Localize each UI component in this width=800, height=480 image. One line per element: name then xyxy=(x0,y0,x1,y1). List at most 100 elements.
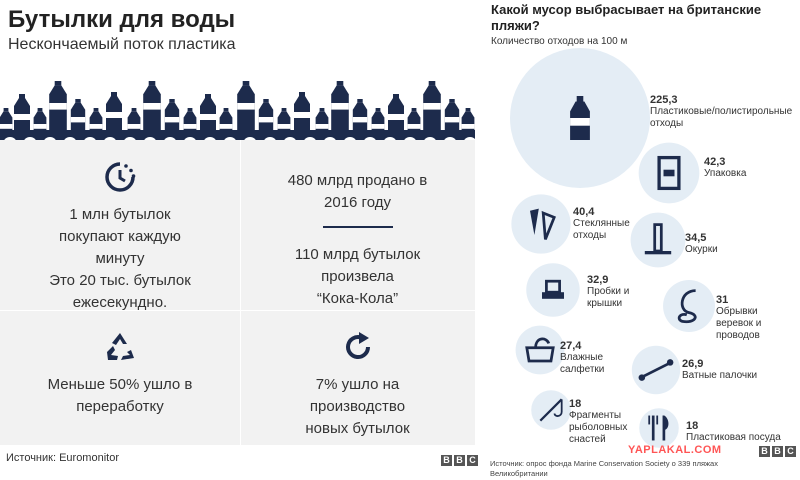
bubble-category: Упаковка xyxy=(704,168,747,179)
left-title: Бутылки для воды xyxy=(8,6,236,33)
bottles-infographic: Бутылки для воды Нескончаемый поток плас… xyxy=(0,6,478,466)
bubble-category: Пластиковые/полистирольные xyxy=(650,106,793,117)
bbc-logo: B B C xyxy=(441,455,478,466)
glass-shards-icon xyxy=(530,208,556,240)
bubble-category: Пластиковая посуда xyxy=(686,432,781,443)
clock-icon xyxy=(105,162,136,192)
fact-line: ежесекундно. xyxy=(72,294,168,311)
bottle-icon xyxy=(570,96,590,140)
fact-line: покупают каждую xyxy=(59,228,181,245)
bubble-chart xyxy=(510,48,715,448)
right-source-line: Источник: опрос фонда Marine Conservatio… xyxy=(490,459,718,468)
bubble-value: 40,4 xyxy=(573,206,595,218)
bottle-icon xyxy=(143,81,161,136)
wet-wipes-icon xyxy=(525,337,555,363)
bubble-value: 32,9 xyxy=(587,274,609,286)
bubble-category: Ватные палочки xyxy=(682,370,758,381)
fact-line: 1 млн бутылок xyxy=(69,206,171,223)
bubble-category: салфетки xyxy=(560,364,605,375)
bubble-value: 34,5 xyxy=(685,232,707,244)
bubble-circle xyxy=(526,263,580,317)
fact-line: 2016 году xyxy=(324,194,391,211)
bubble xyxy=(631,345,681,395)
bubble-category: рыболовных xyxy=(569,422,628,433)
bbc-letter: C xyxy=(467,455,478,466)
bubble xyxy=(526,263,580,317)
bubble-circle xyxy=(663,280,715,332)
bottle-icon xyxy=(49,81,67,136)
bubble-category: отходы xyxy=(650,118,684,129)
fact-recycling: Меньше 50% ушло в переработку xyxy=(0,330,240,418)
bubble-category: Стеклянные xyxy=(573,218,630,229)
fact-line: Меньше 50% ушло в xyxy=(47,376,193,393)
bubble xyxy=(515,325,565,375)
bubble-value: 26,9 xyxy=(682,358,704,370)
bubble xyxy=(639,408,679,448)
right-source-line: Великобритании xyxy=(490,469,548,478)
bubble-category: Пробки и xyxy=(587,286,630,297)
fact-line: 480 млрд продано в xyxy=(287,172,428,189)
bubble-category: крышки xyxy=(587,298,623,309)
fact-sold-2016: 480 млрд продано в 2016 году 110 млрд бу… xyxy=(240,170,475,310)
bubble-circle xyxy=(511,194,571,254)
bottles-illustration xyxy=(0,81,475,144)
fact-new-bottles: 7% ушло на производство новых бутылок xyxy=(240,330,475,440)
bubble-category: снастей xyxy=(569,434,606,445)
bbc-letter: B xyxy=(759,446,770,457)
bubble xyxy=(630,212,686,268)
fact-separator xyxy=(322,226,393,228)
facts-grid: 1 млн бутылок покупают каждую минуту Это… xyxy=(0,140,475,445)
bubble-category: Обрывки xyxy=(716,306,758,317)
fact-line: переработку xyxy=(76,398,164,415)
bubble-category: Фрагменты xyxy=(569,410,622,421)
bubble xyxy=(531,390,571,430)
reuse-arrow-icon xyxy=(345,332,370,360)
grid-divider-horizontal xyxy=(0,310,475,311)
bottle-cap-icon xyxy=(542,279,564,299)
bbc-letter: C xyxy=(785,446,796,457)
grid-divider-vertical xyxy=(240,140,241,445)
bottle-icon xyxy=(423,81,441,136)
fact-line: производство xyxy=(309,398,406,415)
bubble xyxy=(511,194,571,254)
cotton-swab-icon xyxy=(638,359,674,381)
fact-line: “Кока-Кола” xyxy=(316,290,399,307)
bubble-circle xyxy=(630,212,686,268)
watermark: YAPLAKAL.COM xyxy=(628,444,722,456)
bubble-category: отходы xyxy=(573,230,607,241)
left-source: Источник: Euromonitor xyxy=(6,452,119,464)
bottle-icon xyxy=(237,81,255,136)
bubble-category: веревок и xyxy=(716,318,762,329)
fishing-gear-icon xyxy=(539,398,563,422)
left-subtitle: Нескончаемый поток пластика xyxy=(8,36,236,53)
chart-title: Какой мусор выбрасывает на британские пл… xyxy=(491,2,762,33)
cigarette-butt-icon xyxy=(644,223,672,255)
bubble-category: проводов xyxy=(716,330,760,341)
bottle-icon xyxy=(331,81,349,136)
bubble-circle xyxy=(515,325,565,375)
bbc-logo: B B C xyxy=(759,446,796,457)
fact-line: минуту xyxy=(95,250,145,267)
cutlery-icon xyxy=(648,415,669,441)
fact-line: новых бутылок xyxy=(305,420,410,437)
bubble-value: 225,3 xyxy=(650,94,678,106)
bubble-circle xyxy=(639,408,679,448)
bubble-category: Влажные xyxy=(560,352,604,363)
right-source: Источник: опрос фонда Marine Conservatio… xyxy=(490,459,770,479)
bbc-letter: B xyxy=(454,455,465,466)
bubble-value: 18 xyxy=(686,420,699,432)
recycle-icon xyxy=(107,333,134,360)
bbc-letter: B xyxy=(772,446,783,457)
beach-litter-chart: Какой мусор выбрасывает на британские пл… xyxy=(482,0,800,480)
bubble xyxy=(638,142,700,204)
bubble-value: 18 xyxy=(569,398,582,410)
